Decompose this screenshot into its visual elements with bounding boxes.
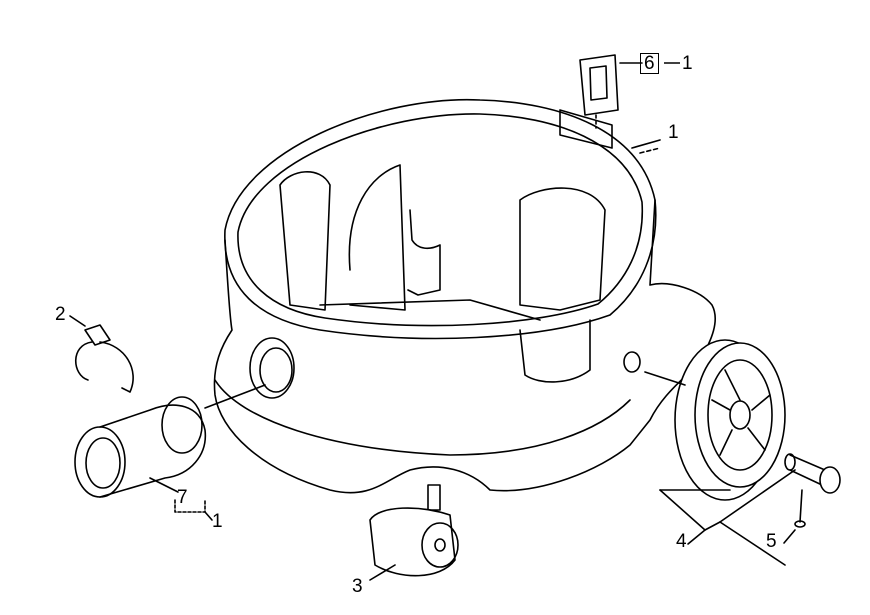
callout-4-number: 4	[676, 531, 687, 552]
callout-3-number: 3	[352, 576, 363, 597]
part-axle-pin	[784, 453, 841, 494]
part-3-caster	[369, 484, 459, 581]
callout-6-number: 6	[640, 53, 659, 74]
part-7-hose-connector	[74, 384, 266, 521]
callout-1a-number: 1	[668, 122, 679, 143]
callout-7-number: 7	[177, 487, 188, 508]
part-2-clip	[69, 315, 134, 393]
callout-5-number: 5	[766, 531, 777, 552]
part-5-screw	[783, 489, 806, 544]
container-tub	[213, 98, 716, 494]
part-6-latch	[579, 54, 643, 129]
callout-6-qty: 1	[682, 53, 693, 74]
leader-line-1a	[631, 139, 661, 149]
callout-2-number: 2	[55, 304, 66, 325]
part-4-wheel	[644, 339, 796, 566]
callout-7-qty: 1	[212, 511, 223, 532]
